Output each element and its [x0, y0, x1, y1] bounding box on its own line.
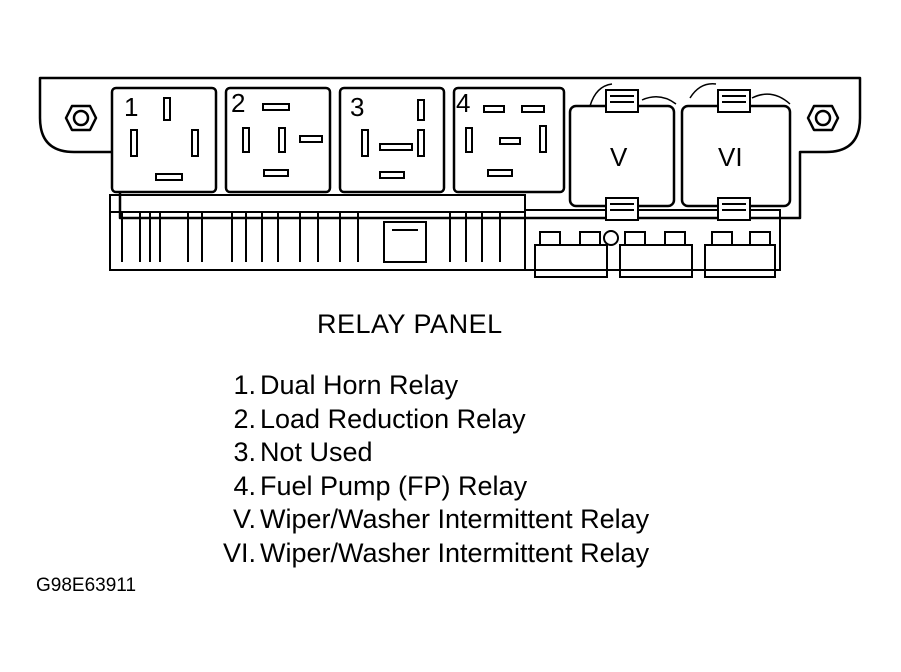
legend-item-text: Not Used [260, 437, 373, 468]
connector-blocks [524, 209, 781, 278]
legend-item-number: 4. [233, 470, 256, 501]
right-mounting-nut [806, 104, 840, 132]
left-mounting-nut [64, 104, 98, 132]
legend-item-number: 3. [233, 437, 256, 468]
relay-socket-4 [452, 86, 566, 194]
legend-item-number: 1. [233, 370, 256, 400]
slot-label-v: V [610, 142, 628, 172]
slot-label-3: 3 [350, 92, 364, 122]
wire-harness [589, 83, 791, 107]
legend-item-number: 2. [233, 403, 256, 434]
legend-item: V.Wiper/Washer Intermittent Relay [200, 503, 649, 537]
legend-item-text: Fuel Pump (FP) Relay [260, 470, 528, 501]
diagram-title: RELAY PANEL [317, 309, 503, 339]
relay-clips [605, 89, 751, 221]
legend-item: VI.Wiper/Washer Intermittent Relay [200, 537, 649, 571]
legend-item-number: V. [232, 504, 256, 535]
figure-id: G98E63911 [36, 575, 137, 596]
mounting-bracket [38, 76, 862, 220]
legend-item: 2.Load Reduction Relay [200, 403, 649, 437]
legend-item-text: Load Reduction Relay [260, 403, 526, 434]
relay-socket-1 [110, 86, 218, 194]
legend-item-text: Wiper/Washer Intermittent Relay [260, 537, 650, 568]
legend-item: 3.Not Used [200, 436, 649, 470]
slot-label-2: 2 [231, 88, 245, 118]
slot-label-1: 1 [124, 92, 138, 122]
slot-label-vi: VI [718, 142, 743, 172]
legend-item-number: VI. [222, 537, 256, 568]
legend-item-text: Wiper/Washer Intermittent Relay [260, 504, 650, 535]
base-strip [109, 194, 526, 271]
terminal-slots [130, 97, 547, 181]
relay-panel-diagram: 1 2 3 4 V VI [38, 76, 862, 278]
slot-label-4: 4 [456, 88, 470, 118]
legend-item-text: Dual Horn Relay [260, 370, 459, 400]
legend-item: 1.Dual Horn Relay [200, 369, 649, 403]
legend-item: 4.Fuel Pump (FP) Relay [200, 470, 649, 504]
